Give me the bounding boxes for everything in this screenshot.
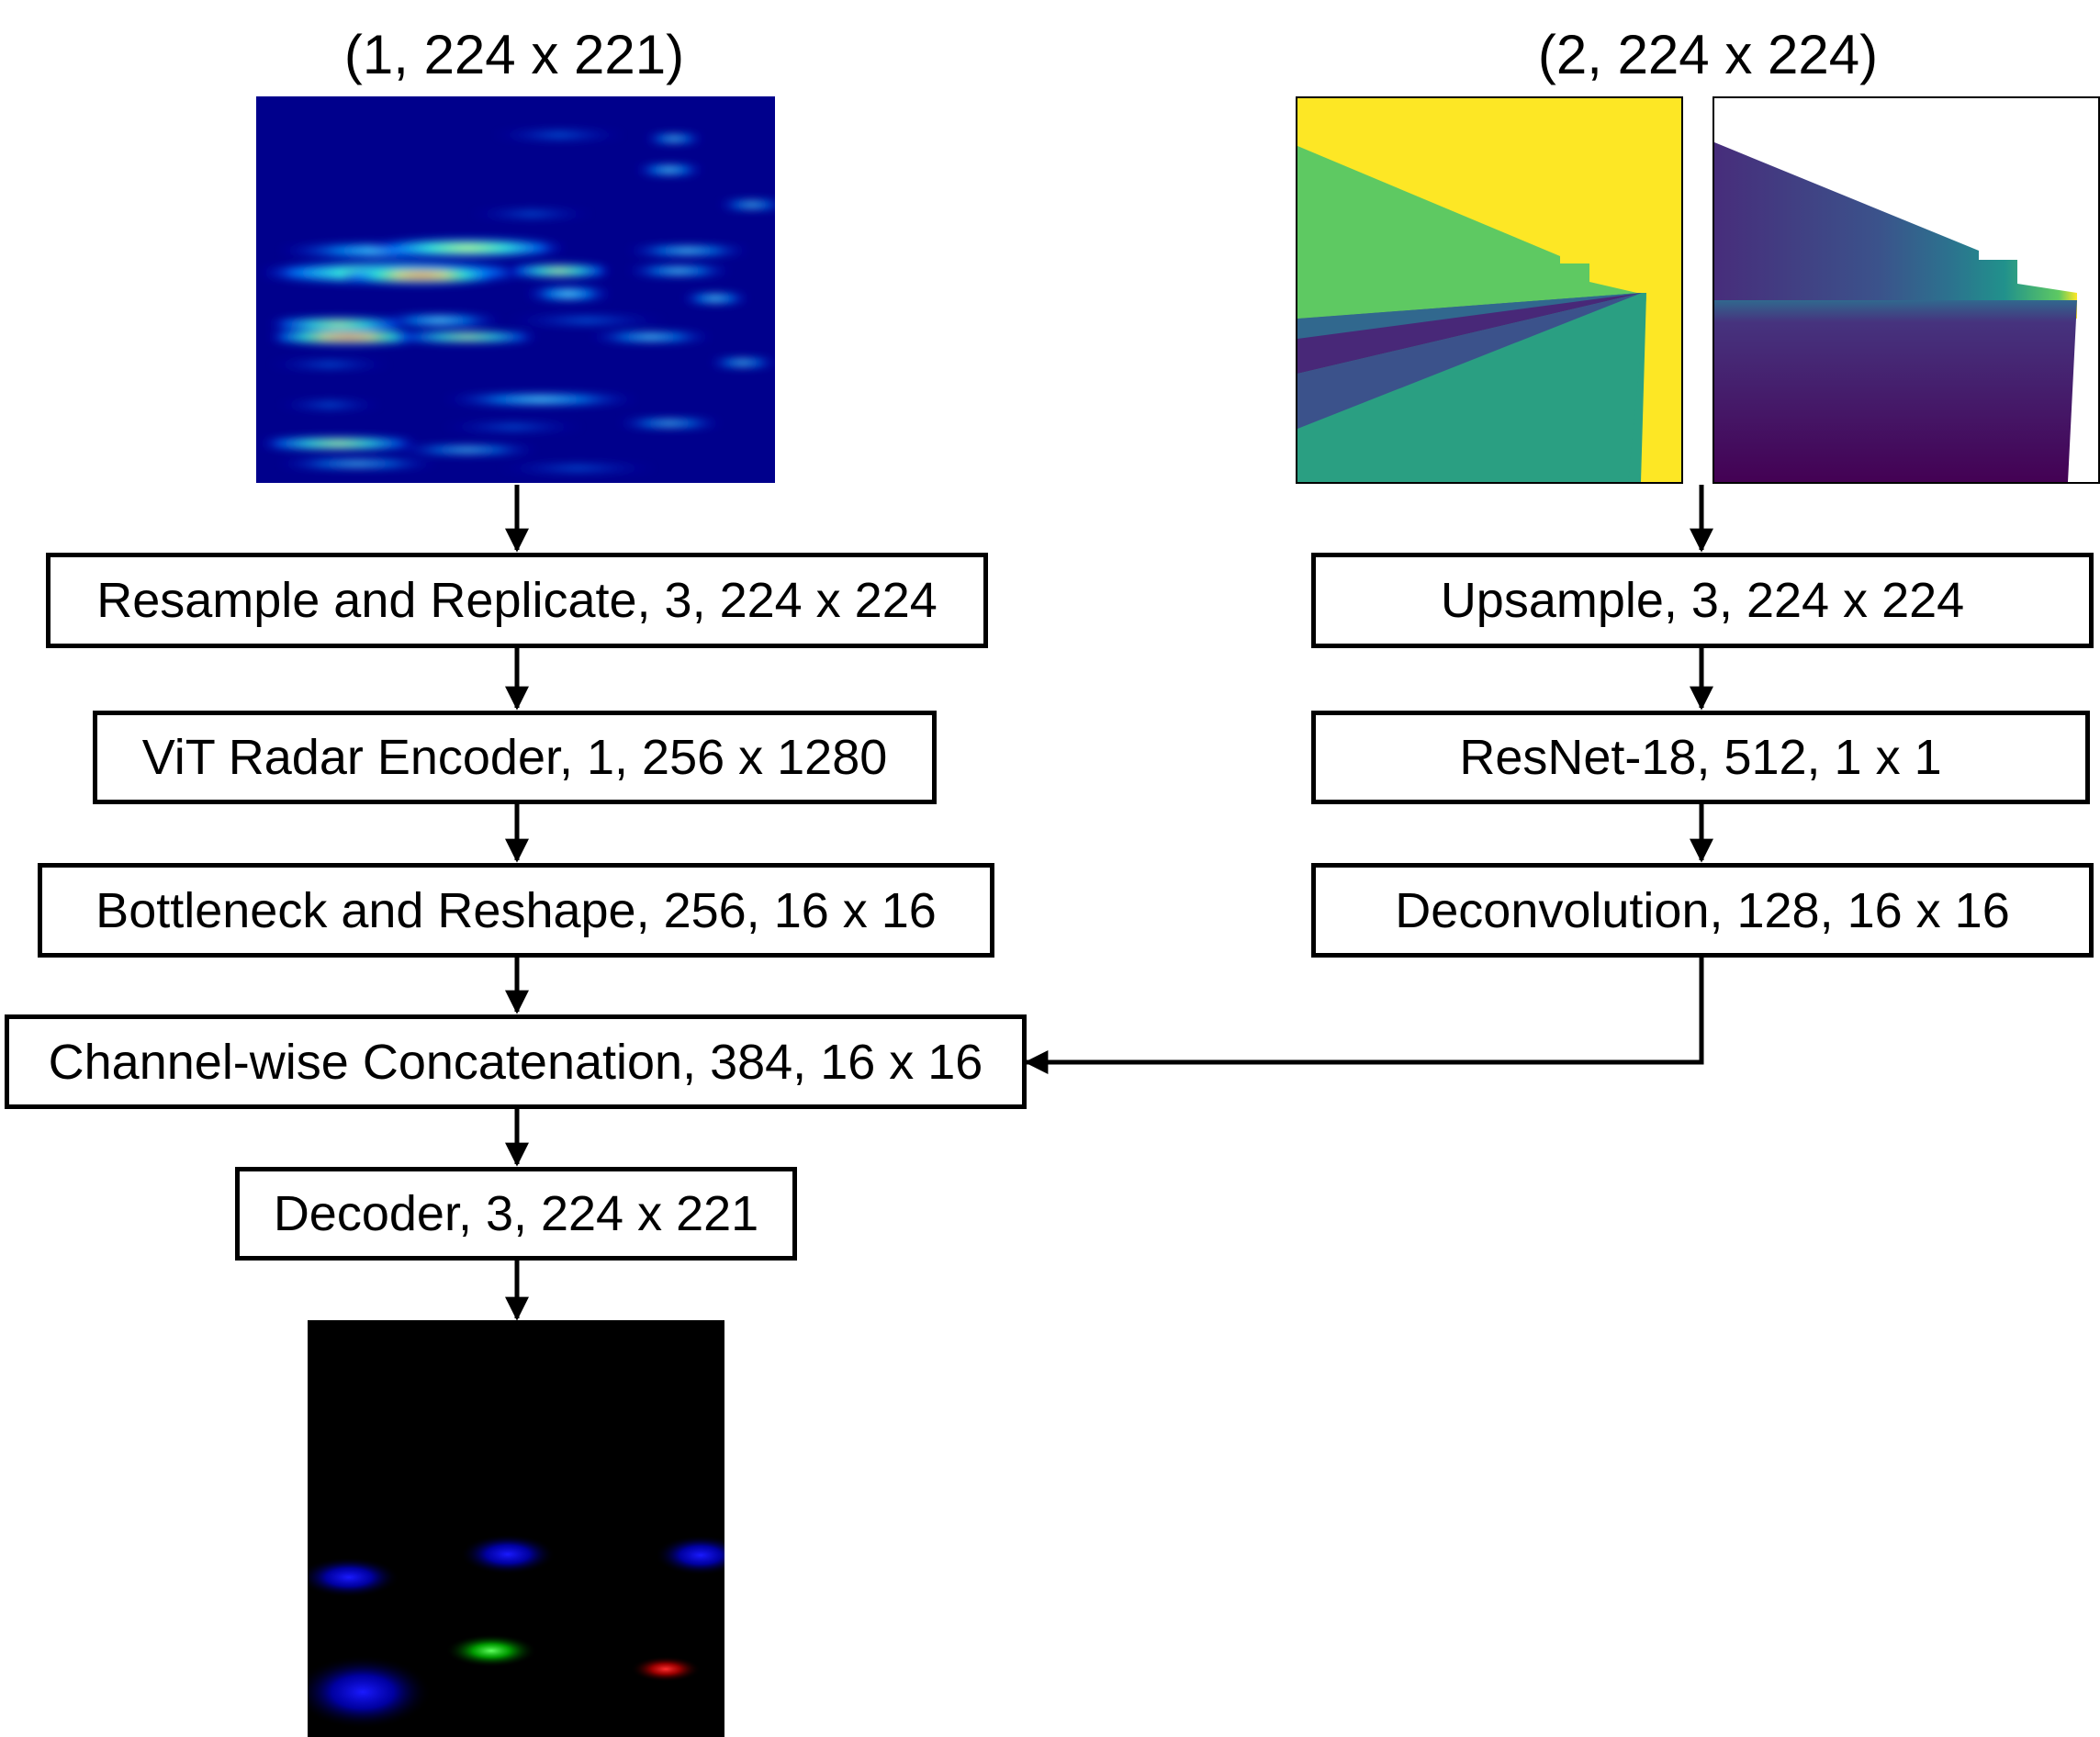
map-input-channel-2	[1713, 96, 2100, 484]
radar-input-title: (1, 224 x 221)	[343, 24, 685, 85]
bottleneck-reshape-label: Bottleneck and Reshape, 256, 16 x 16	[95, 882, 937, 938]
vit-radar-encoder-block: ViT Radar Encoder, 1, 256 x 1280	[93, 711, 937, 804]
upsample-block: Upsample, 3, 224 x 224	[1311, 553, 2094, 648]
vit-radar-encoder-label: ViT Radar Encoder, 1, 256 x 1280	[141, 730, 888, 785]
deconvolution-label: Deconvolution, 128, 16 x 16	[1395, 882, 2010, 938]
bottleneck-reshape-block: Bottleneck and Reshape, 256, 16 x 16	[38, 863, 994, 958]
decoder-label: Decoder, 3, 224 x 221	[273, 1186, 759, 1241]
deconvolution-block: Deconvolution, 128, 16 x 16	[1311, 863, 2094, 958]
map-input-title: (2, 224 x 224)	[1537, 24, 1879, 85]
resnet-label: ResNet-18, 512, 1 x 1	[1459, 730, 1942, 785]
radar-heatmap-image	[256, 96, 775, 483]
decoder-output-image	[308, 1320, 724, 1737]
upsample-label: Upsample, 3, 224 x 224	[1440, 573, 1965, 628]
channel-concat-label: Channel-wise Concatenation, 384, 16 x 16	[48, 1034, 983, 1090]
map-input-channel-1	[1296, 96, 1683, 484]
resample-replicate-label: Resample and Replicate, 3, 224 x 224	[96, 573, 938, 628]
resnet-block: ResNet-18, 512, 1 x 1	[1311, 711, 2090, 804]
decoder-block: Decoder, 3, 224 x 221	[235, 1167, 797, 1261]
channel-concat-block: Channel-wise Concatenation, 384, 16 x 16	[5, 1014, 1027, 1109]
arrow-deconv-to-concat	[1024, 958, 1704, 1074]
resample-replicate-block: Resample and Replicate, 3, 224 x 224	[46, 553, 988, 648]
